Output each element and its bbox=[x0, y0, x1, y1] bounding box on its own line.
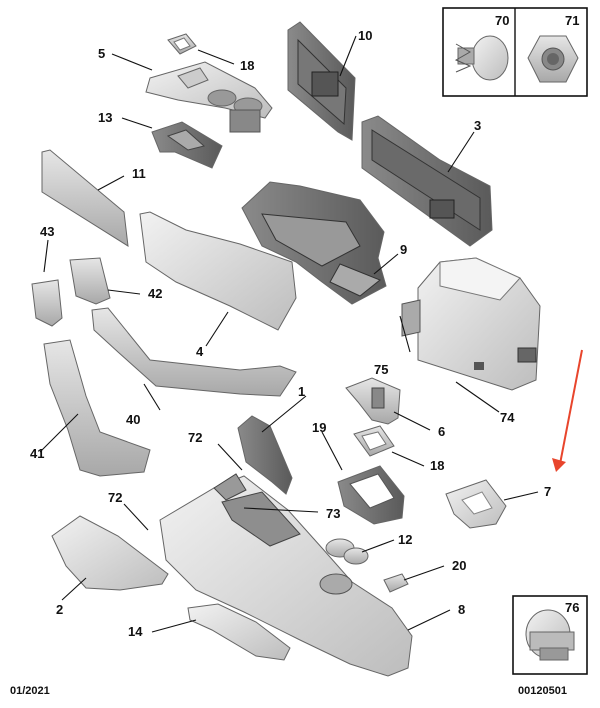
label-71: 71 bbox=[565, 13, 579, 28]
label-41: 41 bbox=[30, 446, 44, 461]
part-43-duct bbox=[31, 279, 63, 327]
reference-code: 00120501 bbox=[518, 685, 567, 697]
armrest-box bbox=[401, 257, 541, 391]
label-5: 5 bbox=[98, 46, 105, 61]
part-1-panel bbox=[237, 415, 293, 495]
label-7: 7 bbox=[544, 484, 551, 499]
part-41-duct bbox=[43, 339, 151, 477]
part-3-side-panel bbox=[361, 115, 493, 247]
label-73: 73 bbox=[326, 506, 340, 521]
label-42: 42 bbox=[148, 286, 162, 301]
label-13: 13 bbox=[98, 110, 112, 125]
fastener-box-76: 76 bbox=[512, 595, 588, 675]
part-10-side-panel bbox=[287, 21, 356, 141]
part-18-trim-ring-top bbox=[167, 33, 197, 55]
part-9-frame bbox=[241, 181, 387, 305]
part-13-bracket bbox=[151, 121, 223, 169]
part-18-trim-ring-lower bbox=[353, 425, 395, 457]
label-2: 2 bbox=[56, 602, 63, 617]
part-19-gear-surround bbox=[337, 465, 405, 525]
label-8: 8 bbox=[458, 602, 465, 617]
label-11: 11 bbox=[132, 166, 146, 181]
label-12: 12 bbox=[398, 532, 412, 547]
label-75: 75 bbox=[374, 362, 388, 377]
part-2-knee-pad bbox=[51, 515, 169, 591]
label-20: 20 bbox=[452, 558, 466, 573]
leader-lines bbox=[39, 35, 539, 633]
label-9: 9 bbox=[400, 242, 407, 257]
nut-71 bbox=[527, 35, 579, 83]
label-70: 70 bbox=[495, 13, 509, 28]
part-4-side-trim bbox=[139, 211, 297, 331]
label-19: 19 bbox=[312, 420, 326, 435]
label-74: 74 bbox=[500, 410, 515, 425]
label-1: 1 bbox=[298, 384, 305, 399]
label-4: 4 bbox=[196, 344, 204, 359]
date-code: 01/2021 bbox=[10, 685, 50, 697]
label-6: 6 bbox=[438, 424, 445, 439]
label-43: 43 bbox=[40, 224, 54, 239]
part-11-panel bbox=[41, 149, 129, 247]
part-20-mat bbox=[383, 573, 409, 593]
label-18-lower: 18 bbox=[430, 458, 444, 473]
label-40: 40 bbox=[126, 412, 140, 427]
part-5-upper-trim bbox=[145, 61, 273, 133]
part-40-duct bbox=[91, 307, 297, 397]
part-6-boot bbox=[345, 377, 401, 425]
clip-76 bbox=[525, 609, 575, 661]
part-42-duct bbox=[69, 257, 111, 305]
part-12-mats bbox=[325, 538, 369, 565]
label-3: 3 bbox=[474, 118, 481, 133]
label-72-upper: 72 bbox=[188, 430, 202, 445]
part-8-center-console bbox=[159, 473, 413, 677]
push-clip-70 bbox=[454, 35, 509, 81]
label-76: 76 bbox=[565, 600, 579, 615]
label-72-lower: 72 bbox=[108, 490, 122, 505]
part-labels: 5 18 13 10 3 11 9 43 42 4 75 40 1 41 74 … bbox=[30, 28, 551, 639]
part-14-trim-strip bbox=[187, 603, 291, 661]
label-14: 14 bbox=[128, 624, 143, 639]
fastener-box-70-71: 70 71 bbox=[442, 7, 588, 97]
label-10: 10 bbox=[358, 28, 372, 43]
red-arrow-icon bbox=[552, 349, 583, 472]
label-18-top: 18 bbox=[240, 58, 254, 73]
part-7-trim bbox=[445, 479, 507, 529]
